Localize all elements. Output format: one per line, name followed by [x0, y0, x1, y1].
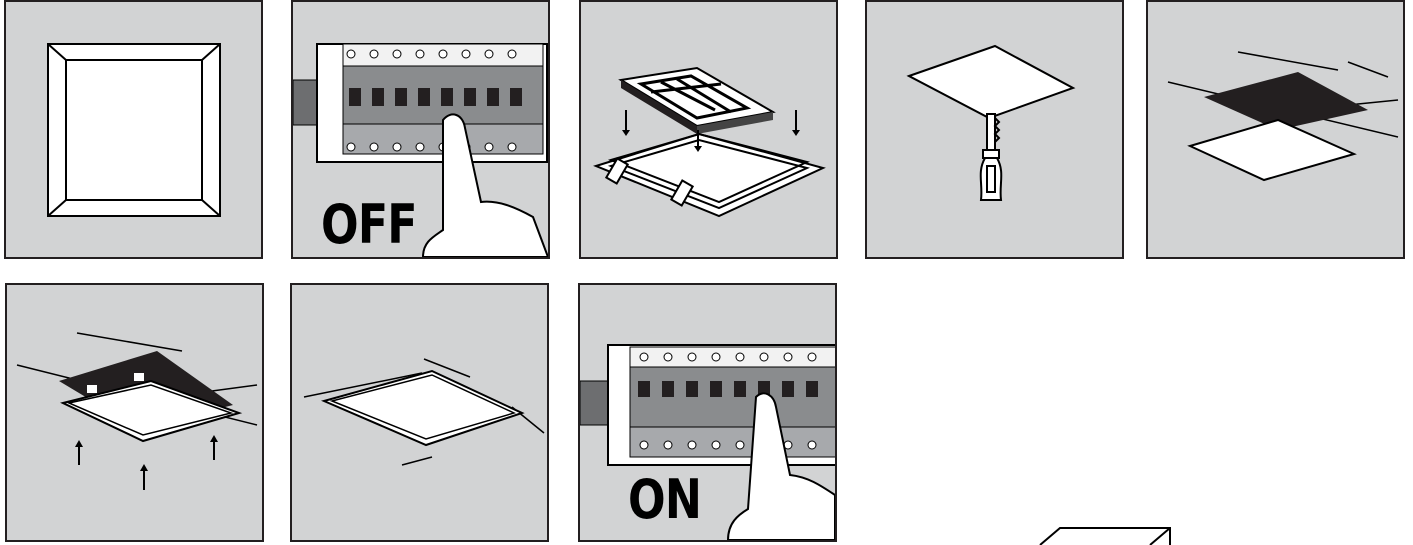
step-7-installed-panel-card — [290, 283, 549, 542]
spring-frame-assembly-icon — [593, 66, 826, 218]
switch-off-label: OFF — [321, 193, 418, 256]
box-outline-icon — [1039, 527, 1171, 545]
step-4-cut-opening-card — [865, 0, 1124, 259]
insert-panel-icon — [16, 332, 258, 490]
ceiling-opening-icon — [1167, 51, 1399, 182]
step-5-ceiling-opening-card — [1146, 0, 1405, 259]
step-1-panel-card — [4, 0, 263, 259]
ceiling-panel-icon — [47, 43, 221, 217]
step-3-frame-assembly-card — [579, 0, 838, 259]
hand-icon — [726, 392, 835, 540]
step-6-insert-panel-card — [5, 283, 264, 542]
installed-panel-icon — [303, 358, 545, 466]
step-2-breaker-off-card: OFF — [291, 0, 550, 259]
breaker-on-icon — [580, 344, 835, 540]
breaker-off-icon — [293, 43, 548, 257]
switch-on-label: ON — [628, 468, 702, 531]
hand-icon — [421, 113, 548, 257]
spring-clip-icon — [604, 157, 695, 207]
saw-cut-icon — [906, 44, 1076, 201]
breaker-row — [629, 346, 835, 458]
step-8-breaker-on-card: ON — [578, 283, 837, 542]
